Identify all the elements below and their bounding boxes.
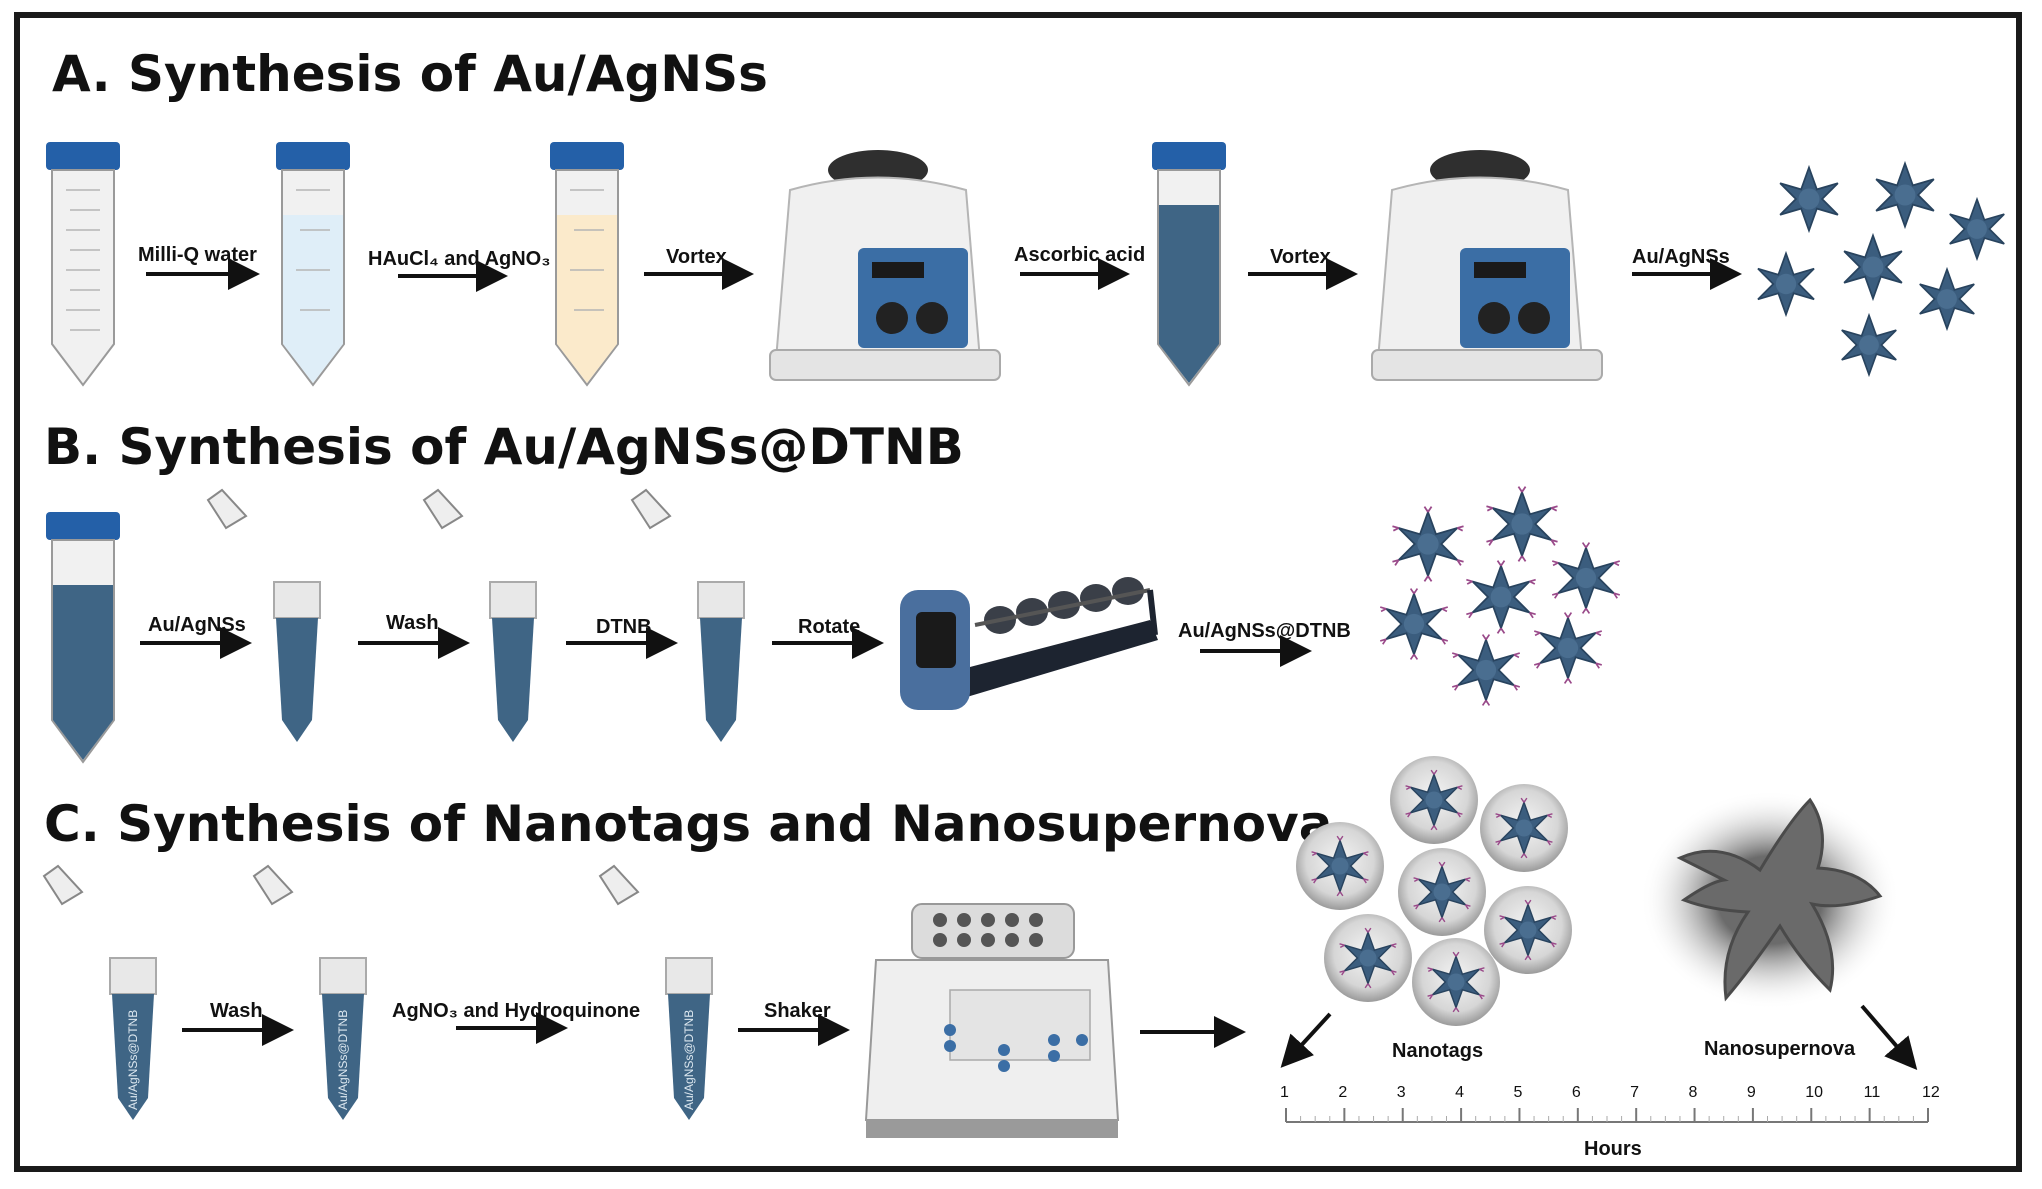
timeline-tick-label: 9 (1746, 1084, 1756, 1101)
timeline-tick-label: 3 (1396, 1084, 1406, 1101)
nanostars-dtnb-cluster (1379, 485, 1621, 707)
timeline-tick-label: 5 (1513, 1084, 1523, 1101)
section-c-title: C. Synthesis of Nanotags and Nanosuperno… (44, 795, 1333, 853)
vortex-mixer-1 (769, 150, 1001, 381)
step-label-vortex-1: Vortex (666, 246, 727, 268)
step-label-b-au-agnss-dtnb: Au/AgNSs@DTNB (1178, 620, 1351, 642)
timeline-tick-label: 8 (1688, 1084, 1698, 1101)
arrows-section-a (146, 258, 1742, 292)
step-label-b-rotate: Rotate (798, 616, 861, 638)
step-label-c-shaker: Shaker (764, 1000, 831, 1022)
falcon-tube-empty (46, 142, 120, 387)
section-b-title: B. Synthesis of Au/AgNSs@DTNB (44, 418, 964, 476)
step-label-b-wash: Wash (386, 612, 439, 634)
timeline-tick-label: 12 (1922, 1084, 1940, 1101)
tube-label-3: Au/AgNSs@DTNB (682, 1009, 696, 1110)
step-label-haucl4-agno3: HAuCl₄ and AgNO₃ (368, 248, 551, 270)
timeline-tick-label: 1 (1280, 1084, 1289, 1101)
timeline-tick-label: 7 (1630, 1084, 1640, 1101)
step-label-vortex-2: Vortex (1270, 246, 1331, 268)
timeline-label-nanotags: Nanotags (1392, 1040, 1484, 1062)
arrows-section-b (140, 627, 1312, 667)
step-label-b-au-agnss: Au/AgNSs (148, 614, 246, 636)
thermo-shaker (864, 903, 1120, 1138)
timeline-axis-label: Hours (1584, 1138, 1642, 1160)
section-a-title: A. Synthesis of Au/AgNSs (52, 45, 768, 103)
timeline-label-nanosupernova: Nanosupernova (1704, 1038, 1856, 1060)
tube-label-1: Au/AgNSs@DTNB (126, 1009, 140, 1110)
eppendorf-tubes-b (206, 488, 745, 742)
vortex-mixer-2 (1371, 150, 1603, 381)
step-label-c-agno3-hydroquinone: AgNO₃ and Hydroquinone (392, 1000, 641, 1022)
timeline-tick-label: 4 (1455, 1084, 1464, 1101)
timeline-tick-label: 10 (1805, 1084, 1824, 1101)
timeline-tick-label: 6 (1571, 1084, 1581, 1101)
timeline-axis (1285, 1108, 1929, 1123)
step-label-milli-q: Milli-Q water (138, 244, 257, 266)
timeline-tick-label: 11 (1863, 1084, 1881, 1101)
tube-rotator (900, 577, 1158, 710)
falcon-tube-precursor (550, 142, 624, 387)
arrows-section-c (182, 1004, 1918, 1071)
tube-label-2: Au/AgNSs@DTNB (336, 1009, 350, 1110)
nanostars-cluster (1757, 162, 2006, 376)
step-label-b-dtnb: DTNB (596, 616, 652, 638)
step-label-c-wash: Wash (210, 1000, 263, 1022)
falcon-tube-product (1152, 142, 1226, 387)
eppendorf-tubes-c (42, 864, 713, 1120)
falcon-tube-b (46, 512, 120, 764)
figure-frame (14, 12, 2022, 1172)
step-label-au-agnss: Au/AgNSs (1632, 246, 1730, 268)
nanosupernova (1640, 790, 1900, 1010)
timeline-tick-label: 2 (1338, 1084, 1348, 1101)
nanotags-cluster (1296, 756, 1572, 1026)
falcon-tube-water (276, 142, 350, 387)
step-label-ascorbic-acid: Ascorbic acid (1014, 244, 1146, 266)
